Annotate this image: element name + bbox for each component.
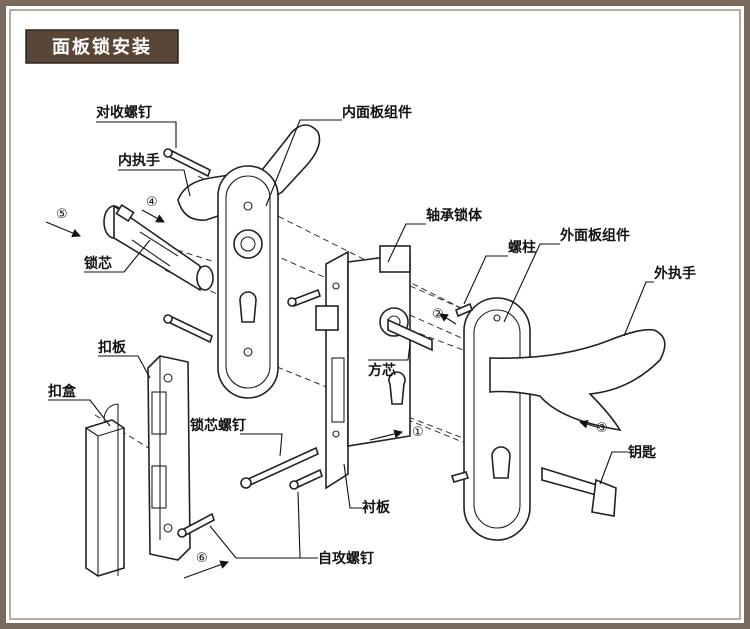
step-4: ④ bbox=[146, 195, 158, 210]
strike-box bbox=[85, 403, 125, 577]
label-strike-box: 扣盒 bbox=[48, 383, 77, 400]
label-stud: 螺柱 bbox=[508, 239, 536, 256]
screws bbox=[163, 148, 473, 538]
square-spindle bbox=[387, 318, 433, 352]
lock-cylinder bbox=[103, 203, 214, 292]
label-backplate: 衬板 bbox=[362, 499, 391, 516]
label-strike-screw: 对收螺钉 bbox=[96, 104, 152, 121]
step-6: ⑥ bbox=[196, 551, 208, 566]
label-tapping-screw: 自攻螺钉 bbox=[318, 550, 374, 567]
label-cylinder-screw: 锁芯螺钉 bbox=[190, 417, 246, 434]
label-strike-plate: 扣板 bbox=[98, 339, 127, 356]
label-inner-handle: 内执手 bbox=[118, 152, 160, 169]
step-1: ① bbox=[412, 425, 424, 440]
label-outer-panel: 外面板组件 bbox=[560, 227, 630, 244]
label-spindle: 方芯 bbox=[368, 362, 396, 379]
label-bearing-body: 轴承锁体 bbox=[426, 207, 483, 224]
step-5: ⑤ bbox=[56, 207, 68, 222]
strike-plate bbox=[147, 355, 191, 561]
inner-frame bbox=[9, 9, 741, 620]
title-banner: 面板锁安装 bbox=[25, 29, 179, 64]
label-key: 钥匙 bbox=[628, 444, 657, 461]
component-labels: 对收螺钉 内执手 内面板组件 锁芯 轴承锁体 螺柱 外面板组件 外执手 扣板 扣… bbox=[48, 104, 696, 567]
leader-lines bbox=[48, 119, 654, 559]
step-3: ③ bbox=[596, 421, 608, 436]
label-cylinder: 锁芯 bbox=[84, 255, 112, 272]
key bbox=[541, 466, 617, 517]
page-title: 面板锁安装 bbox=[52, 36, 152, 58]
inner-panel-assembly bbox=[177, 124, 321, 399]
step-arrows bbox=[45, 209, 601, 579]
step-numbers: ① ② ③ ④ ⑤ ⑥ bbox=[56, 195, 608, 566]
label-inner-panel: 内面板组件 bbox=[342, 104, 412, 121]
outer-panel-assembly bbox=[463, 297, 666, 541]
step-2: ② bbox=[432, 307, 444, 322]
label-outer-handle: 外执手 bbox=[654, 265, 696, 282]
